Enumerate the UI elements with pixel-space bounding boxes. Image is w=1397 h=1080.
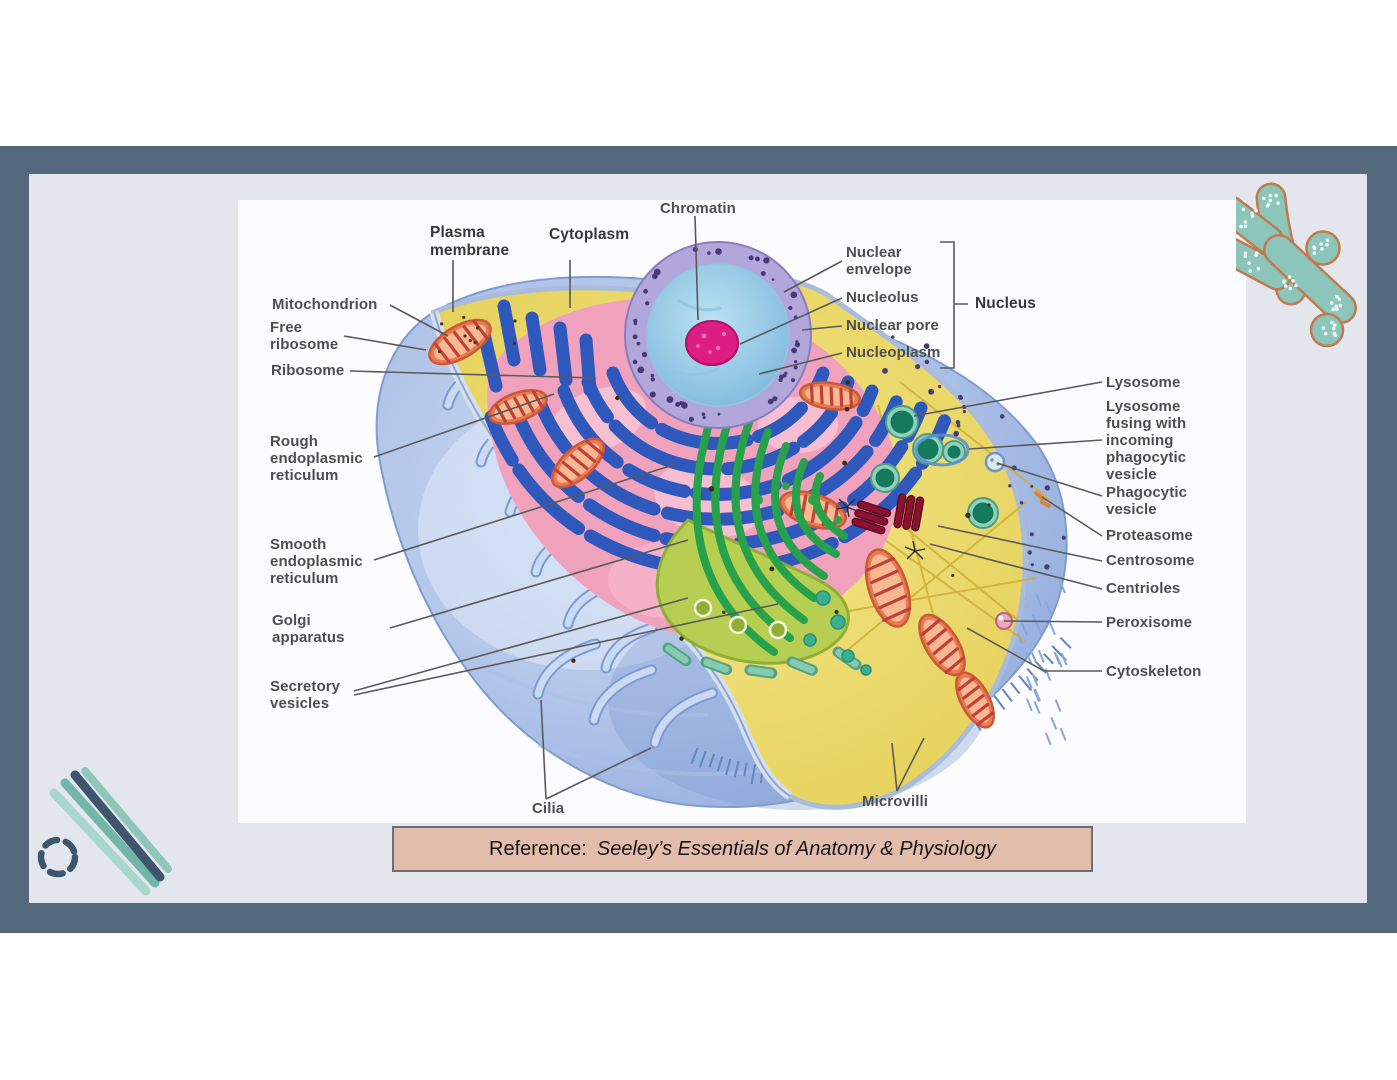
golgi-apparatus-graphic	[655, 398, 850, 665]
label-nucleolus: Nucleolus	[846, 289, 919, 306]
label-nuclear-pore: Nuclear pore	[846, 317, 939, 334]
label-phagocytic-vesicle: Phagocytic vesicle	[1106, 484, 1188, 518]
label-rough-endoplasmic-reticulum: Rough endoplasmic reticulum	[270, 433, 363, 484]
label-peroxisome: Peroxisome	[1106, 614, 1193, 631]
label-smooth-endoplasmic-reticulum: Smooth endoplasmic reticulum	[270, 536, 363, 587]
nucleus-graphic	[624, 241, 812, 429]
extracellular-specks-graphic	[882, 335, 1066, 570]
label-plasma-membrane: Plasma membrane	[430, 224, 510, 259]
label-cilia: Cilia	[532, 800, 565, 817]
label-nucleus: Nucleus	[975, 295, 1036, 312]
nucleus-bracket	[940, 241, 968, 369]
label-mitochondrion: Mitochondrion	[272, 296, 378, 313]
strands-and-dashed-circle-doodle	[37, 767, 172, 896]
proteasome-graphic	[1034, 491, 1051, 508]
label-free-ribosome: Free ribosome	[270, 319, 339, 353]
cell-illustration	[343, 215, 1103, 810]
label-lysosome-fusing: Lysosome fusing with incoming phagocytic…	[1106, 398, 1187, 483]
label-nuclear-envelope: Nuclear envelope	[846, 244, 912, 278]
phagocytic-vesicle-graphic	[914, 433, 1006, 473]
label-ribosome: Ribosome	[271, 362, 345, 379]
label-centrioles: Centrioles	[1106, 580, 1181, 597]
label-centrosome: Centrosome	[1106, 552, 1195, 569]
reference-source: Seeley’s Essentials of Anatomy & Physiol…	[596, 837, 996, 860]
centrioles-graphic	[836, 493, 926, 560]
reference-box: Reference: Seeley’s Essentials of Anatom…	[392, 826, 1093, 872]
dashed-circle-doodle	[37, 836, 79, 878]
mitochondria-doodle	[1236, 182, 1357, 348]
label-golgi-apparatus: Golgi apparatus	[272, 612, 345, 646]
label-secretory-vesicles: Secretory vesicles	[270, 678, 341, 712]
cytoplasm-dots-graphic	[437, 315, 991, 663]
label-nucleoplasm: Nucleoplasm	[846, 344, 941, 361]
label-proteasome: Proteasome	[1106, 527, 1193, 544]
leader-lines	[343, 215, 1103, 800]
reference-prefix: Reference:	[489, 837, 587, 860]
label-chromatin: Chromatin	[660, 200, 736, 217]
label-microvilli: Microvilli	[862, 793, 929, 810]
nucleolus-graphic	[685, 320, 739, 366]
label-cytoskeleton: Cytoskeleton	[1106, 663, 1202, 680]
label-lysosome: Lysosome	[1106, 374, 1181, 391]
label-cytoplasm: Cytoplasm	[549, 226, 630, 243]
